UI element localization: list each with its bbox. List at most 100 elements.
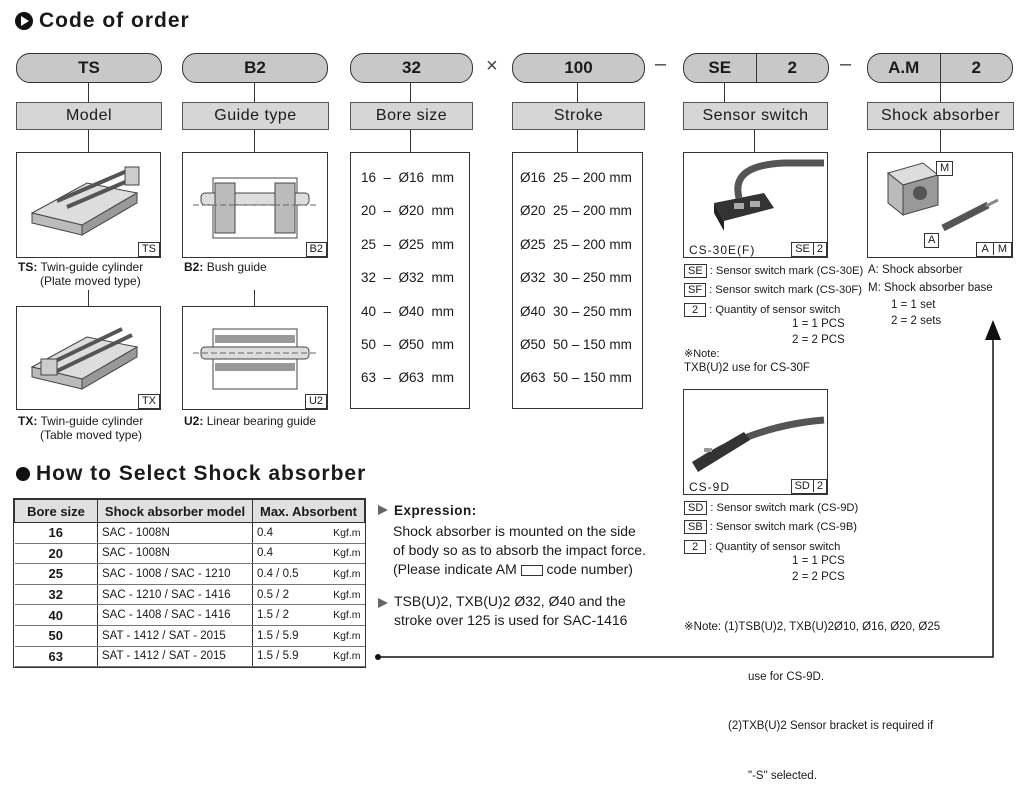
bore-row: 20 – Ø20 mm — [361, 203, 455, 219]
model-tx-image: TX — [16, 306, 161, 410]
sensor-mark-code: SE — [708, 58, 732, 77]
code-sensor-pill: SE 2 — [683, 53, 829, 83]
code-bore-pill: 32 — [350, 53, 473, 83]
expression-note: TSB(U)2, TXB(U)2 Ø32, Ø40 and the stroke… — [394, 593, 628, 628]
sensor-cs30-model: CS-30E(F) — [689, 243, 756, 257]
dash-symbol: – — [840, 53, 852, 75]
shock-absorber-icon — [886, 162, 999, 232]
unit-cell: Kgf.m — [318, 542, 365, 565]
code-model-pill: TS — [16, 53, 162, 83]
linear-bearing-guide-icon — [193, 328, 317, 390]
unit-cell: Kgf.m — [318, 604, 365, 626]
code-blank-box — [520, 564, 543, 576]
expression-title: Expression: — [394, 503, 477, 518]
stroke-row: Ø32 30 – 250 mm — [520, 270, 632, 286]
twin-guide-cylinder-plate-icon — [30, 166, 140, 236]
times-symbol: × — [486, 55, 498, 77]
max-cell: 0.5 / 2 — [252, 583, 319, 606]
unit-cell: Kgf.m — [318, 583, 365, 606]
model-ts-image: TS — [16, 152, 161, 258]
col-model: Shock absorber model — [97, 499, 253, 523]
max-cell: 0.4 — [252, 542, 319, 565]
label-shock-absorber: Shock absorber — [867, 102, 1014, 130]
shock-absorber-table: Bore size Shock absorber model Max. Abso… — [13, 498, 366, 669]
model-tx-desc: TX: Twin-guide cylinder (Table moved typ… — [18, 414, 144, 442]
model-cell: SAC - 1008 / SAC - 1210 — [97, 563, 253, 585]
model-cell: SAC - 1008N — [97, 542, 253, 565]
stroke-row: Ø63 50 – 150 mm — [520, 370, 632, 386]
bore-cell: 50 — [14, 624, 98, 647]
expression-text: Shock absorber is mounted on the side of… — [393, 523, 646, 577]
sensor-cs9d-model: CS-9D — [689, 480, 731, 494]
sensor-qty-code: 2 — [787, 58, 797, 77]
stroke-row: Ø25 25 – 200 mm — [520, 236, 632, 252]
code-guide-pill: B2 — [182, 53, 328, 83]
model-cell: SAT - 1412 / SAT - 2015 — [97, 645, 253, 668]
label-guide-type: Guide type — [182, 102, 329, 130]
dash-symbol: – — [655, 53, 667, 75]
max-cell: 1.5 / 5.9 — [252, 624, 319, 647]
guide-u2-desc: U2: Linear bearing guide — [184, 414, 317, 428]
max-cell: 0.4 / 0.5 — [252, 563, 319, 585]
guide-u2-image: U2 — [182, 306, 328, 410]
label-model: Model — [16, 102, 162, 130]
how-to-select-heading: How to Select Shock absorber — [16, 462, 366, 486]
model-cell: SAC - 1408 / SAC - 1416 — [97, 604, 253, 626]
stroke-row: Ø50 50 – 150 mm — [520, 336, 632, 352]
col-max-absorbent: Max. Absorbent — [252, 499, 365, 523]
sensor-switch-cs30-icon — [714, 159, 824, 231]
bore-row: 25 – Ø25 mm — [361, 236, 455, 252]
stroke-list: Ø16 25 – 200 mm Ø20 25 – 200 mm Ø25 25 –… — [512, 152, 643, 409]
sensor-marks-2: SD: Sensor switch mark (CS-9D) SB: Senso… — [684, 499, 858, 557]
bore-row: 32 – Ø32 mm — [361, 270, 455, 286]
code-stroke-pill: 100 — [512, 53, 645, 83]
twin-guide-cylinder-table-icon — [30, 327, 139, 390]
model-tx-tag: TX — [137, 394, 160, 409]
model-ts-desc: TS: Twin-guide cylinder (Plate moved typ… — [18, 260, 144, 288]
triangle-bullet-icon — [378, 505, 388, 515]
bush-guide-icon — [193, 177, 317, 239]
bore-cell: 63 — [14, 645, 98, 668]
section-title: Code of order — [39, 9, 190, 32]
guide-b2-tag: B2 — [305, 242, 327, 257]
label-stroke: Stroke — [512, 102, 645, 130]
label-sensor-switch: Sensor switch — [683, 102, 828, 130]
max-cell: 1.5 / 5.9 — [252, 645, 319, 668]
stroke-row: Ø16 25 – 200 mm — [520, 170, 632, 185]
guide-u2-tag: U2 — [304, 394, 327, 409]
shock-mark-code: A.M — [888, 58, 920, 77]
bore-row: 63 – Ø63 mm — [361, 370, 455, 386]
unit-cell: Kgf.m — [318, 645, 365, 668]
bore-size-list: 16 – Ø16 mm 20 – Ø20 mm 25 – Ø25 mm 32 –… — [350, 152, 470, 409]
bore-cell: 20 — [14, 542, 98, 565]
bore-row: 40 – Ø40 mm — [361, 303, 455, 319]
bullet-icon — [16, 467, 30, 481]
sensor-switch-cs9d-icon — [692, 416, 825, 472]
unit-cell: Kgf.m — [318, 522, 365, 544]
max-cell: 0.4 — [252, 522, 319, 544]
guide-b2-image: B2 — [182, 152, 328, 258]
bore-cell: 40 — [14, 604, 98, 626]
unit-cell: Kgf.m — [318, 563, 365, 585]
model-cell: SAT - 1412 / SAT - 2015 — [97, 624, 253, 647]
model-cell: SAC - 1210 / SAC - 1416 — [97, 583, 253, 606]
label-bore-size: Bore size — [350, 102, 473, 130]
guide-b2-desc: B2: Bush guide — [184, 260, 267, 274]
model-ts-tag: TS — [137, 242, 160, 257]
stroke-row: Ø20 25 – 200 mm — [520, 203, 632, 219]
stroke-row: Ø40 30 – 250 mm — [520, 303, 632, 319]
shock-qty: 1 = 1 set 2 = 2 sets — [891, 299, 942, 327]
unit-cell: Kgf.m — [318, 624, 365, 647]
